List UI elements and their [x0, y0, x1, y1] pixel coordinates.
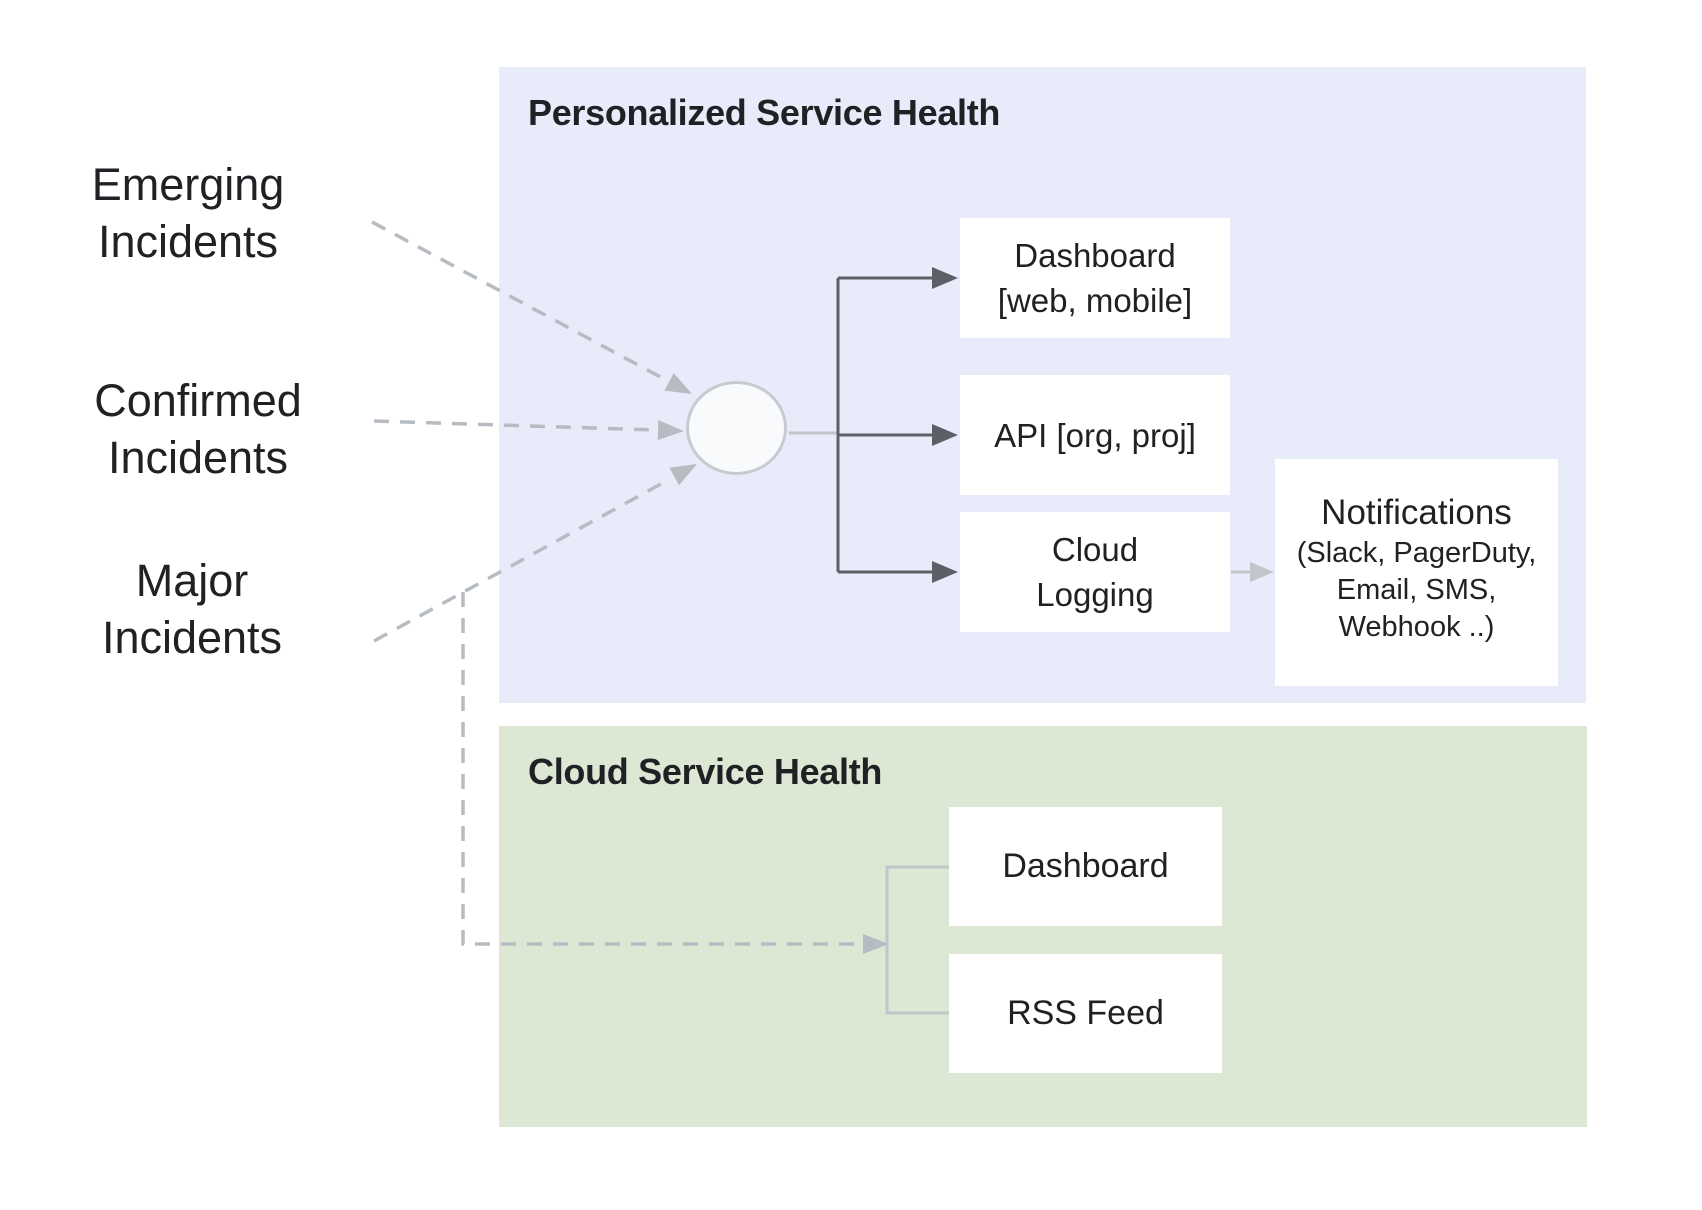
- emerging-incidents-label: Emerging Incidents: [58, 156, 318, 270]
- cloud-panel-title: Cloud Service Health: [528, 751, 883, 792]
- notifications-detail-line1: (Slack, PagerDuty,: [1296, 537, 1537, 569]
- api-node-label: API [org, proj]: [994, 416, 1196, 454]
- emerging-incidents-line1: Emerging: [91, 159, 285, 210]
- api-node: API [org, proj]: [960, 375, 1230, 495]
- personalized-dashboard-node: Dashboard [web, mobile]: [960, 218, 1230, 338]
- confirmed-incidents-label: Confirmed Incidents: [68, 372, 328, 486]
- rss-feed-node: RSS Feed: [949, 954, 1222, 1073]
- cloud-logging-line2: Logging: [1036, 576, 1154, 613]
- notifications-title: Notifications: [1321, 493, 1512, 532]
- cloud-dashboard-node: Dashboard: [949, 807, 1222, 926]
- emerging-incidents-line2: Incidents: [97, 216, 279, 267]
- confirmed-incidents-line2: Incidents: [107, 432, 289, 483]
- personalized-dashboard-line1: Dashboard: [1014, 237, 1176, 274]
- major-incidents-line1: Major: [135, 555, 249, 606]
- incident-hub-node: [686, 381, 787, 475]
- cloud-logging-line1: Cloud: [1051, 531, 1139, 568]
- major-incidents-label: Major Incidents: [62, 552, 322, 666]
- confirmed-incidents-line1: Confirmed: [94, 375, 302, 426]
- personalized-panel-title: Personalized Service Health: [528, 92, 1001, 133]
- rss-feed-label: RSS Feed: [1007, 994, 1164, 1032]
- notifications-detail-line2: Email, SMS,: [1336, 574, 1497, 606]
- notifications-detail-line3: Webhook ..): [1338, 611, 1495, 643]
- notifications-node: Notifications (Slack, PagerDuty, Email, …: [1275, 459, 1558, 686]
- cloud-dashboard-label: Dashboard: [1002, 847, 1169, 885]
- major-incidents-line2: Incidents: [101, 612, 283, 663]
- cloud-logging-node: Cloud Logging: [960, 512, 1230, 632]
- personalized-dashboard-line2: [web, mobile]: [997, 282, 1193, 319]
